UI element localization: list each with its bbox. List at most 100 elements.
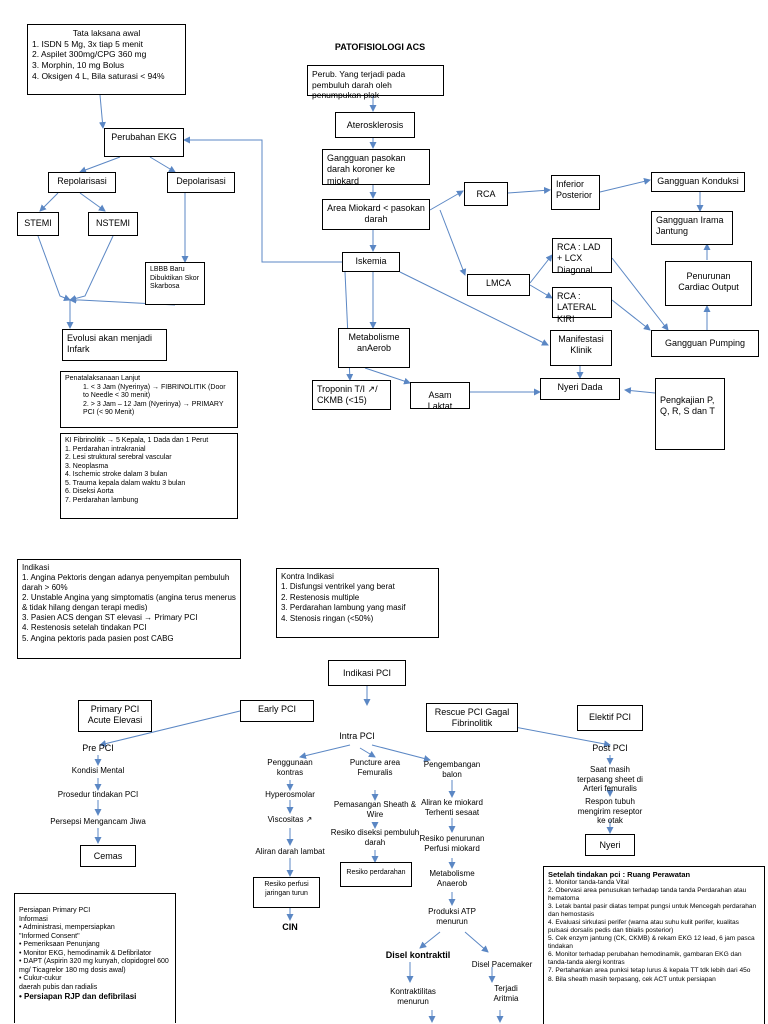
penatalaksanaan-box: Penatalaksanaan Lanjut 1. < 3 Jam (Nyeri… [60,371,238,428]
setelah-item: 6. Monitor terhadap perubahan hemodinami… [548,951,742,967]
penatalaksanaan-item: 2. > 3 Jam – 12 Jam (Nyerinya) → PRIMARY… [83,400,224,417]
penatalaksanaan-heading: Penatalaksanaan Lanjut [65,375,141,382]
setelah-item: 7. Pertahankan area punksi tetap lurus &… [548,967,751,975]
label-kondisi-mental: Kondisi Mental [71,766,125,775]
setelah-item: 1. Monitor tanda-tanda Vital [548,879,629,887]
tata-laksana-box: Tata laksana awal 1. ISDN 5 Mg, 3x tiap … [27,24,186,95]
label-persepsi: Persepsi Mengancam Jiwa [50,817,146,826]
node-rca: RCA [464,182,508,206]
node-perubahan-ekg: Perubahan EKG [104,128,184,157]
node-inferior-posterior: Inferior Posterior [551,175,600,210]
tata-item: 4. Oksigen 4 L, Bila saturasi < 94% [32,70,165,81]
node-repolarisasi: Repolarisasi [48,172,116,193]
node-pengkajian: Pengkajian P, Q, R, S dan T [655,378,725,450]
node-resiko-perfusi: Resiko perfusi jaringan turun [253,877,320,908]
persiapan-item: • Pemeriksaan Penunjang [19,941,100,949]
node-stemi: STEMI [17,212,59,236]
persiapan-item: • DAPT (Aspirin 320 mg kunyah, clopidogr… [19,958,169,974]
label-post-pci: Post PCI [592,743,628,753]
node-nstemi: NSTEMI [88,212,138,236]
node-perub: Perub. Yang terjadi pada pembuluh darah … [307,65,444,100]
node-lmca: LMCA [467,274,530,296]
persiapan-item: • Administrasi, mempersiapkan [19,924,115,932]
label-disel-pacemaker: Disel Pacemaker [471,960,533,969]
label-aritmia: Terjadi Aritmia [493,984,519,1003]
label-respon-tubuh: Respon tubuh mengirim reseptor ke otak [577,797,643,826]
label-prosedur: Prosedur tindakan PCI [57,790,139,799]
kontra-item: 2. Restenosis multiple [281,592,360,602]
indikasi-item: 5. Angina pektoris pada pasien post CABG [22,633,174,643]
node-iskemia: Iskemia [342,252,400,272]
label-disel-kontraktil: Disel kontraktil [385,950,451,960]
setelah-item: 8. Bila sheath masih terpasang, cek ACT … [548,975,716,983]
node-lbbb: LBBB Baru Dibuktikan Skor Skarbosa [145,262,205,305]
diagram-title: PATOFISIOLOGI ACS [334,42,426,52]
node-manifestasi-klinik: Manifestasi Klinik [550,330,612,366]
node-nyeri-dada: Nyeri Dada [540,378,620,400]
ki-item: 5. Trauma kepala dalam waktu 3 bulan [65,479,186,487]
node-gangguan-pumping: Gangguan Pumping [651,330,759,357]
kontra-heading: Kontra Indikasi [281,572,334,581]
persiapan-item: daerah pubis dan radialis [19,983,98,991]
label-produksi-atp: Produksi ATP menurun [428,907,476,926]
setelah-heading: Setelah tindakan pci : Ruang Perawatan [548,870,691,879]
indikasi-item: 4. Restenosis setelah tindakan PCI [22,623,147,633]
persiapan-item: Informasi [19,915,48,923]
persiapan-last: • Persiapan RJP dan defibrilasi [19,992,137,1002]
label-penggunaan-kontras: Penggunaan kontras [267,758,313,777]
ki-item: 3. Neoplasma [65,462,109,470]
node-primary-pci: Primary PCI Acute Elevasi [78,700,152,732]
label-pre-pci: Pre PCI [82,743,114,753]
node-indikasi-pci: Indikasi PCI [328,660,406,686]
node-cemas: Cemas [80,845,136,867]
node-metabolisme: Metabolisme anAerob [338,328,410,368]
label-pemasangan: Pemasangan Sheath & Wire [333,800,417,819]
kontra-indikasi-box: Kontra Indikasi 1. Disfungsi ventrikel y… [276,568,439,638]
tata-item: 1. ISDN 5 Mg, 3x tiap 5 menit [32,38,144,49]
label-kontraktilitas: Kontraktilitas menurun [390,987,436,1006]
node-cardiac-output: Penurunan Cardiac Output [665,261,752,306]
ki-item: 7. Perdarahan lambung [65,496,139,504]
setelah-item: 4. Evaluasi sirkulasi perifer (warna ata… [548,919,739,935]
indikasi-item: 3. Pasien ACS dengan ST elevasi → Primar… [22,613,198,623]
kontra-item: 3. Perdarahan lambung yang masif [281,603,406,613]
node-elektif-pci: Elektif PCI [577,705,643,731]
penatalaksanaan-item: 1. < 3 Jam (Nyerinya) → FIBRINOLITIK (Do… [83,383,226,400]
label-resiko-penurunan: Resiko penurunan Perfusi miokard [419,834,485,853]
node-gangguan-irama: Gangguan Irama Jantung [651,211,733,245]
label-metabolisme-anaerob: Metabolisme Anaerob [429,869,475,888]
setelah-item: 2. Obervasi area penusukan terhadap tand… [548,887,747,903]
label-hyperosmolar: Hyperosmolar [265,790,315,799]
node-depolarisasi: Depolarisasi [167,172,235,193]
persiapan-heading: Persiapan Primary PCI [19,907,91,914]
ki-item: 6. Diseksi Aorta [65,488,114,496]
node-area-miokard: Area Miokard < pasokan darah [322,199,430,230]
tata-item: 3. Morphin, 10 mg Bolus [32,59,125,70]
tata-laksana-heading: Tata laksana awal [72,28,141,38]
tata-item: 2. Aspilet 300mg/CPG 360 mg [32,49,147,60]
indikasi-box: Indikasi 1. Angina Pektoris dengan adany… [17,559,241,659]
kontra-item: 4. Stenosis ringan (<50%) [281,613,374,623]
indikasi-heading: Indikasi [22,563,50,572]
node-evolusi: Evolusi akan menjadi Infark [62,329,167,361]
setelah-item: 3. Letak bantal pasir diatas tempat pung… [548,903,757,919]
ki-heading: KI Fibrinolitik → 5 Kepala, 1 Dada dan 1… [65,437,209,444]
node-rca-lateral: RCA : LATERAL KIRI [552,287,612,324]
label-resiko-diseksi: Resiko diseksi pembuluh darah [330,828,420,847]
node-asam-laktat: Asam Laktat [410,382,470,411]
node-early-pci: Early PCI [240,700,314,722]
node-resiko-perdarahan: Resiko perdarahan [340,862,412,887]
ki-item: 1. Perdarahan intrakranial [65,445,146,453]
node-rca-lad: RCA : LAD + LCX Diagonal [552,238,612,275]
label-cin: CIN [282,922,298,932]
node-gangguan-pasokan: Gangguan pasokan darah koroner ke miokar… [322,149,430,186]
label-pengembangan-balon: Pengembangan balon [423,760,481,779]
setelah-item: 5. Cek enzym jantung (CK, CKMB) & rekam … [548,935,755,951]
indikasi-item: 1. Angina Pektoris dengan adanya penyemp… [22,573,230,593]
label-aliran-lambat: Aliran darah lambat [255,847,325,856]
persiapan-pci-box: Persiapan Primary PCI Informasi • Admini… [14,893,176,1023]
label-viscositas: Viscositas ↗ [267,815,313,824]
node-nyeri: Nyeri [585,834,635,856]
persiapan-item: • Monitor EKG, hemodinamik & Defibrilato… [19,949,152,957]
